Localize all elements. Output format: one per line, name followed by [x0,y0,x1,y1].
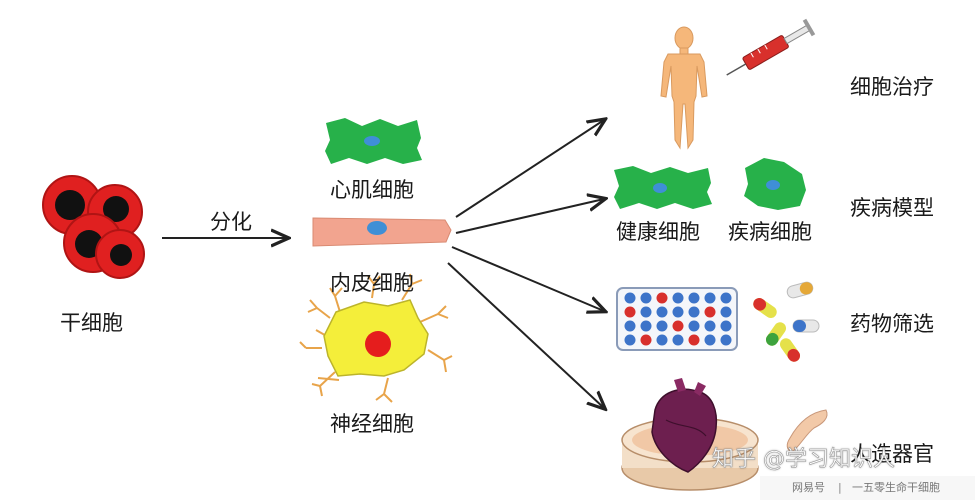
label-endothelial: 内皮细胞 [330,271,414,295]
plate-well [720,306,732,318]
plate-well [720,334,732,346]
arrow-to-organ [447,262,604,408]
plate-well [688,292,700,304]
plate-well [672,334,684,346]
plate-well [624,320,636,332]
label-cell-therapy: 细胞治疗 [850,75,934,99]
label-artificial-organ: 人造器官 [850,442,934,466]
plate-well [672,320,684,332]
plate-well [720,320,732,332]
plate-well [640,320,652,332]
capsules-icon [753,281,820,362]
arrow-to-model [455,199,604,234]
label-neuron: 神经细胞 [330,412,414,436]
plate-well [656,334,668,346]
plate-well [704,320,716,332]
label-stem-cell: 干细胞 [60,311,123,335]
arrow-to-therapy [455,120,604,218]
plate-well [656,292,668,304]
plate-well [704,292,716,304]
plate-well [720,292,732,304]
plate-well [704,306,716,318]
plate-well [624,292,636,304]
plate-well [656,306,668,318]
label-drug-screening: 药物筛选 [850,312,934,336]
arrow-to-screening [451,246,604,311]
plate-well [640,306,652,318]
stem-cell-cluster-icon [42,175,145,279]
syringe-icon [726,18,816,76]
plate-well [688,334,700,346]
plate-well [672,306,684,318]
plate-well [640,334,652,346]
tissue-piece-icon [786,409,828,453]
healthy-cell-icon [614,166,712,209]
plate-well [704,334,716,346]
plate-well [688,320,700,332]
zhihu-watermark: 知乎 @学习知识人 [712,447,896,472]
label-healthy-cell: 健康细胞 [616,220,700,244]
well-plate-icon [616,287,738,351]
plate-well [640,292,652,304]
label-cardiomyocyte: 心肌细胞 [330,178,414,202]
plate-well [624,306,636,318]
plate-well [656,320,668,332]
endothelial-cell-icon [312,217,452,247]
netease-divider: | [838,481,842,494]
netease-brand-watermark: 网易号 [792,481,825,494]
plate-well [688,306,700,318]
heart-organ-icon [651,378,718,473]
label-differentiation: 分化 [210,210,252,234]
plate-well [624,334,636,346]
label-diseased-cell: 疾病细胞 [728,220,812,244]
cardiomyocyte-icon [325,118,422,164]
label-disease-model: 疾病模型 [850,196,934,220]
neuron-icon [299,273,453,403]
diseased-cell-icon [744,158,806,210]
neuron-nucleus [365,331,391,357]
netease-author-watermark: 一五零生命干细胞 [852,481,940,494]
watermark-strip [760,476,975,500]
plate-well [672,292,684,304]
human-figure-icon [660,26,708,150]
